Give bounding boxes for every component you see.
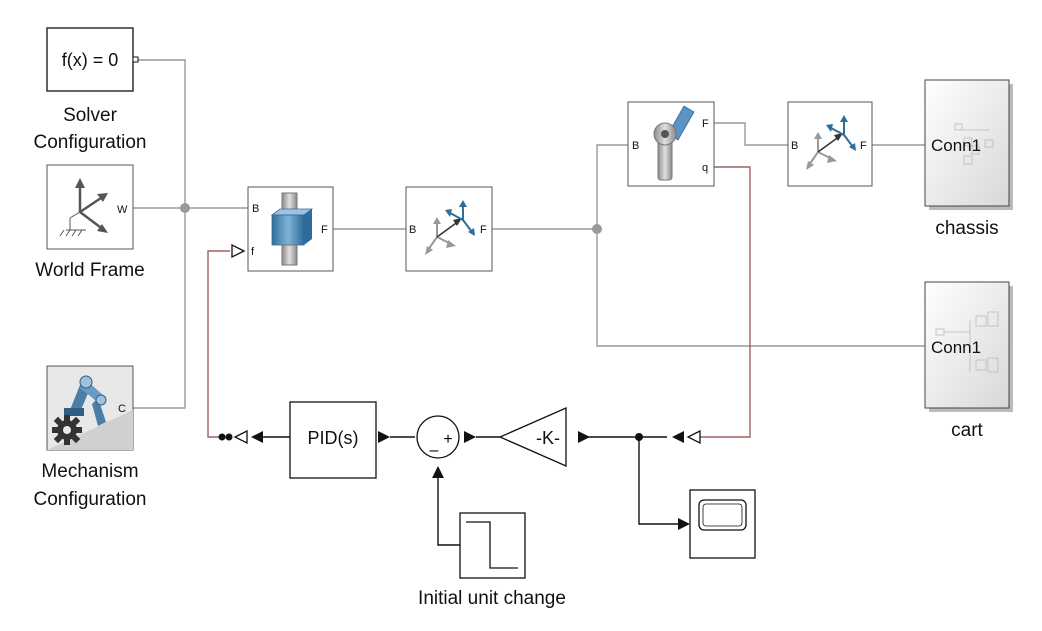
solver-configuration-block[interactable]: f(x) = 0 <box>46 27 139 92</box>
line-mechanism[interactable] <box>133 208 186 409</box>
transform2-port-b: B <box>791 140 798 152</box>
line-junction-to-cart[interactable] <box>596 229 925 347</box>
prismatic-joint-icon <box>270 192 314 266</box>
mechanism-label-line1: Mechanism <box>41 461 138 482</box>
world-frame-block[interactable]: W <box>46 164 134 250</box>
solver-label-line2: Configuration <box>33 132 146 153</box>
step-icon <box>466 521 518 569</box>
subsystem-icon <box>935 311 999 373</box>
junction-dot <box>180 203 190 213</box>
signal-connections <box>263 431 690 546</box>
line-step-to-sum[interactable] <box>437 478 460 546</box>
mechanism-gear-icon <box>52 415 82 445</box>
line-branch-to-scope[interactable] <box>638 437 678 525</box>
pid-controller-block[interactable]: PID(s) <box>289 401 377 479</box>
physical-connections <box>133 59 925 409</box>
cart-subsystem-block[interactable]: Conn1 <box>924 281 1013 412</box>
line-solver[interactable] <box>137 59 186 208</box>
scope-block[interactable] <box>689 489 756 559</box>
chassis-port-conn1: Conn1 <box>931 136 981 155</box>
line-revolute-to-transform[interactable] <box>714 122 788 146</box>
rigid-transform-icon <box>806 115 856 170</box>
line-junction-to-revolute[interactable] <box>596 144 628 229</box>
simulink-to-ps-converter[interactable] <box>218 429 264 445</box>
arrowhead <box>678 518 690 530</box>
revolute-joint-block[interactable]: B F q <box>627 101 715 187</box>
pid-inner-text: PID(s) <box>308 428 359 448</box>
world-port-w: W <box>117 204 128 216</box>
prismatic-port-b: B <box>252 203 259 215</box>
chassis-label: chassis <box>935 218 998 239</box>
mechanism-port-c: C <box>118 403 126 415</box>
revolute-port-q: q <box>702 162 708 174</box>
step-block[interactable] <box>459 512 526 579</box>
scope-icon <box>698 499 747 531</box>
subsystem-icon <box>954 123 994 165</box>
gain-inner-text: -K- <box>536 428 560 448</box>
sum-plus-sign: + <box>443 431 452 448</box>
rigid-transform-block-1[interactable]: B F <box>405 186 493 272</box>
transform2-port-f: F <box>860 140 867 152</box>
arrowhead <box>464 431 476 443</box>
arrowhead <box>378 431 390 443</box>
step-label: Initial unit change <box>418 588 566 609</box>
gain-block[interactable]: -K- <box>498 407 567 467</box>
force-input-port-icon <box>231 243 246 259</box>
mechanism-label-line2: Configuration <box>33 489 146 510</box>
revolute-port-f: F <box>702 118 709 130</box>
sum-minus-sign: – <box>430 442 439 459</box>
world-frame-label: World Frame <box>35 260 144 281</box>
chassis-subsystem-block[interactable]: Conn1 <box>924 79 1013 210</box>
solver-inner-text: f(x) = 0 <box>62 50 119 70</box>
rigid-transform-icon <box>425 200 475 255</box>
line-q-sensor[interactable] <box>700 166 751 438</box>
robot-arm-icon <box>64 375 107 426</box>
prismatic-port-f-input: f <box>251 246 255 258</box>
transform1-port-b: B <box>409 224 416 236</box>
line-force-actuation[interactable] <box>207 250 230 438</box>
revolute-joint-icon <box>653 105 695 181</box>
prismatic-joint-block[interactable]: B F f <box>247 186 334 272</box>
revolute-port-b: B <box>632 140 639 152</box>
world-frame-icon <box>59 178 108 237</box>
sum-block[interactable]: + – <box>416 415 460 459</box>
cart-label: cart <box>951 420 983 441</box>
prismatic-port-f: F <box>321 224 328 236</box>
mechanism-configuration-block[interactable]: C <box>46 365 134 451</box>
ps-to-simulink-converter[interactable] <box>672 429 701 445</box>
cart-port-conn1: Conn1 <box>931 338 981 357</box>
transform1-port-f: F <box>480 224 487 236</box>
arrowhead <box>578 431 590 443</box>
solver-label-line1: Solver <box>63 105 118 126</box>
arrowhead <box>432 466 444 478</box>
rigid-transform-block-2[interactable]: B F <box>787 101 873 187</box>
